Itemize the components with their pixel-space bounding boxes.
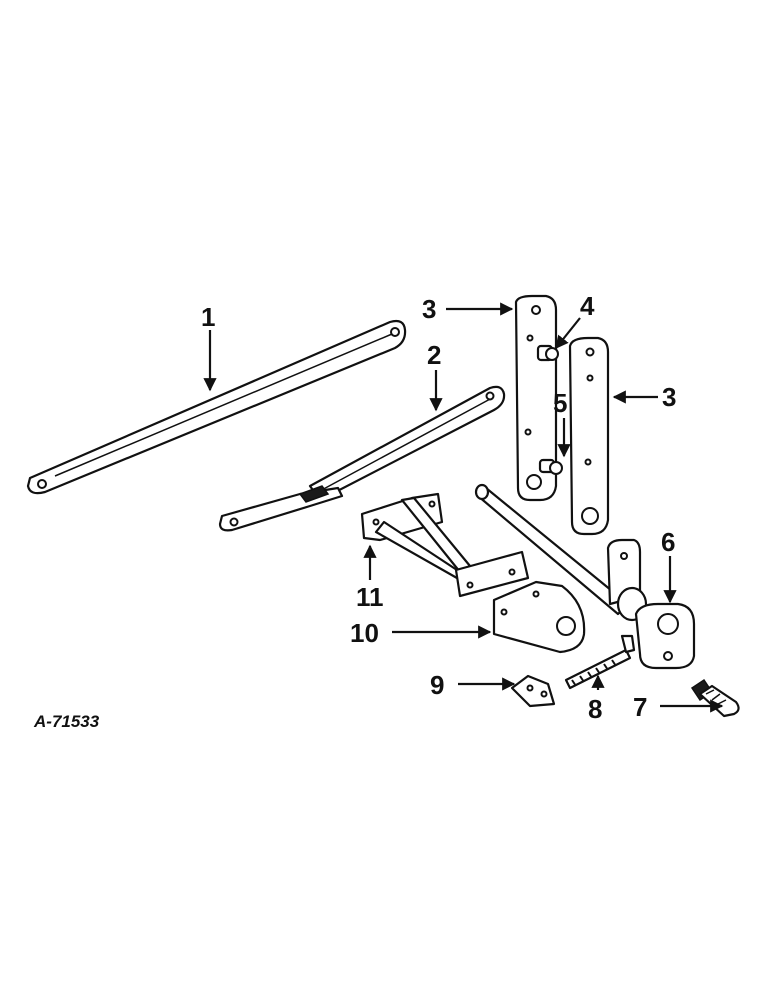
callout-8: 8: [588, 694, 602, 724]
part-2-adjustable-link: [218, 385, 506, 532]
callout-4: 4: [580, 291, 595, 321]
leader-lines: [203, 302, 724, 713]
callout-11: 11: [356, 582, 384, 612]
callout-3-front: 3: [662, 382, 676, 412]
callout-9: 9: [430, 670, 444, 700]
callout-7: 7: [633, 692, 647, 722]
part-7-fitting: [690, 678, 740, 718]
part-3-lift-plate-front: [568, 336, 610, 536]
part-9-clip-bracket: [510, 674, 556, 708]
callout-3-rear: 3: [422, 294, 436, 324]
callout-2: 2: [427, 340, 441, 370]
callout-1: 1: [201, 302, 215, 332]
part-4-pin: [536, 344, 559, 362]
part-8-threaded-rod: [564, 634, 636, 690]
part-10-mounting-bracket: [492, 580, 586, 654]
part-6-lift-arm: [606, 538, 696, 670]
callout-5: 5: [553, 388, 567, 418]
part-11-bracket: [360, 492, 530, 598]
part-1-link-bar: [26, 319, 407, 495]
callout-6: 6: [661, 527, 675, 557]
part-5-pin: [538, 458, 563, 475]
reference-code: A-71533: [33, 712, 100, 731]
callout-10: 10: [350, 618, 379, 648]
